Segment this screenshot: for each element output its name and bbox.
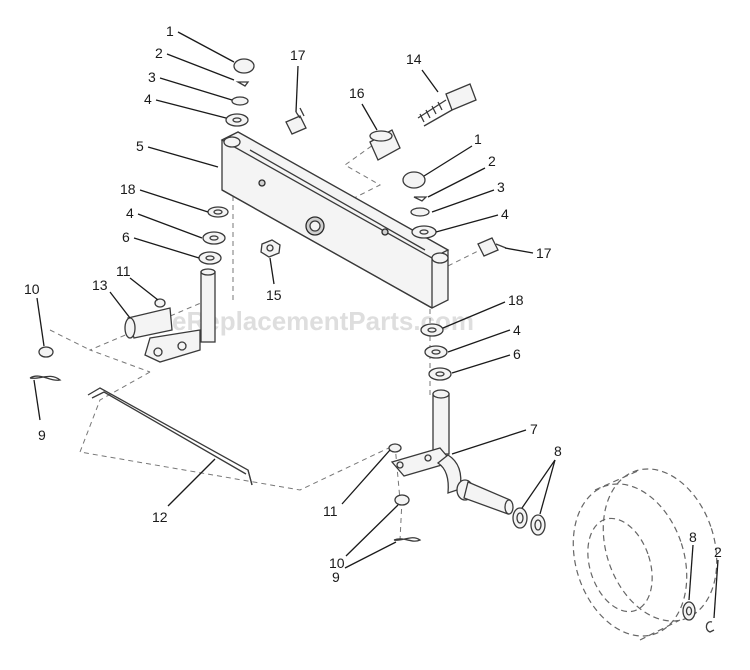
callout-9: 9	[38, 427, 46, 443]
tie-rod	[87, 387, 253, 486]
left-lower-stack	[198, 206, 229, 265]
axle-beam	[220, 131, 450, 309]
right-upper-stack	[402, 171, 437, 239]
callout-3: 3	[497, 179, 505, 195]
left-upper-stack	[225, 58, 255, 127]
callout-2: 2	[714, 544, 722, 560]
callout-1: 1	[166, 23, 174, 39]
bolt-right	[477, 237, 507, 257]
callout-1: 1	[474, 131, 482, 147]
leader-lines	[33, 31, 719, 619]
callout-8: 8	[689, 529, 697, 545]
callout-11: 11	[323, 503, 338, 519]
callout-6: 6	[513, 346, 521, 362]
callout-18: 18	[508, 292, 524, 308]
callout-5: 5	[136, 138, 144, 154]
callout-17: 17	[536, 245, 552, 261]
spacer-tube	[369, 129, 401, 161]
callout-17: 17	[290, 47, 306, 63]
callout-12: 12	[152, 509, 168, 525]
callout-4: 4	[501, 206, 509, 222]
callout-14: 14	[406, 51, 422, 67]
callout-9: 9	[332, 569, 340, 585]
right-small-parts	[388, 443, 422, 542]
callout-3: 3	[148, 69, 156, 85]
right-lower-stack	[420, 323, 452, 381]
callout-11: 11	[116, 263, 131, 279]
callout-2: 2	[488, 153, 496, 169]
callout-15: 15	[266, 287, 282, 303]
callout-10: 10	[24, 281, 40, 297]
callout-labels: 1 2 3 4 5 18 4 6 11 13 10 9 12 17 16 14 …	[24, 23, 722, 585]
nut	[260, 239, 281, 258]
callout-4: 4	[144, 91, 152, 107]
callout-8: 8	[554, 443, 562, 459]
right-spindle	[390, 389, 514, 515]
left-spindle	[124, 268, 216, 363]
tire	[572, 468, 718, 641]
callout-10: 10	[329, 555, 345, 571]
callout-6: 6	[122, 229, 130, 245]
left-small-parts	[29, 346, 62, 381]
callout-13: 13	[92, 277, 108, 293]
bolt-left	[285, 107, 307, 135]
hub-washer-clip	[682, 601, 715, 633]
callout-16: 16	[349, 85, 365, 101]
center-bolt	[417, 83, 477, 127]
spindle-washers	[512, 507, 546, 536]
callout-2: 2	[155, 45, 163, 61]
callout-7: 7	[530, 421, 538, 437]
callout-4: 4	[513, 322, 521, 338]
callout-4: 4	[126, 205, 134, 221]
callout-18: 18	[120, 181, 136, 197]
